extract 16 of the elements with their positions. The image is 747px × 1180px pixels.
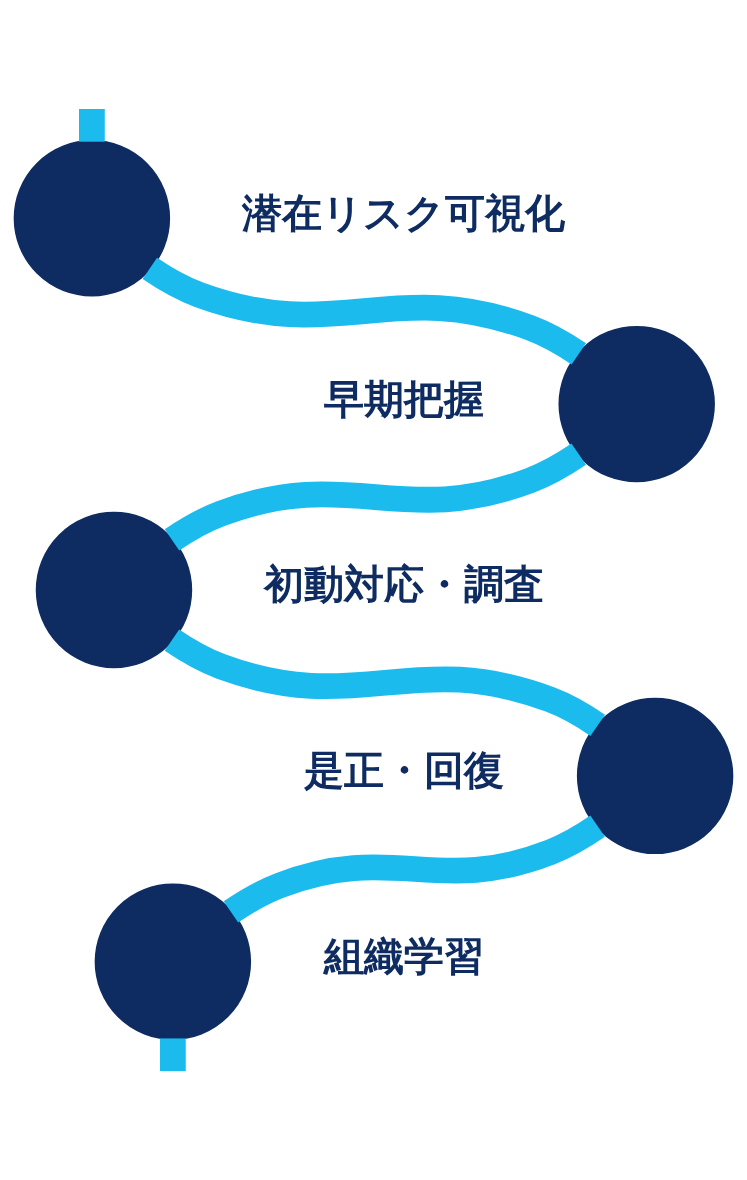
connector xyxy=(223,815,605,923)
node-circle xyxy=(35,511,193,669)
connector xyxy=(142,257,586,365)
connector xyxy=(164,629,605,736)
connector xyxy=(164,443,586,551)
node-circle xyxy=(558,325,715,483)
node-label: 初動対応・調査 xyxy=(263,560,544,609)
connector xyxy=(160,1038,186,1072)
node-label: 潜在リスク可視化 xyxy=(241,188,565,237)
node-circle xyxy=(576,697,734,855)
connector xyxy=(79,109,105,142)
node-label: 是正・回復 xyxy=(304,746,505,795)
node-circle xyxy=(94,883,252,1040)
node-label: 早期把握 xyxy=(323,374,484,423)
node-circle xyxy=(13,140,171,297)
node-label: 組織学習 xyxy=(323,932,484,981)
